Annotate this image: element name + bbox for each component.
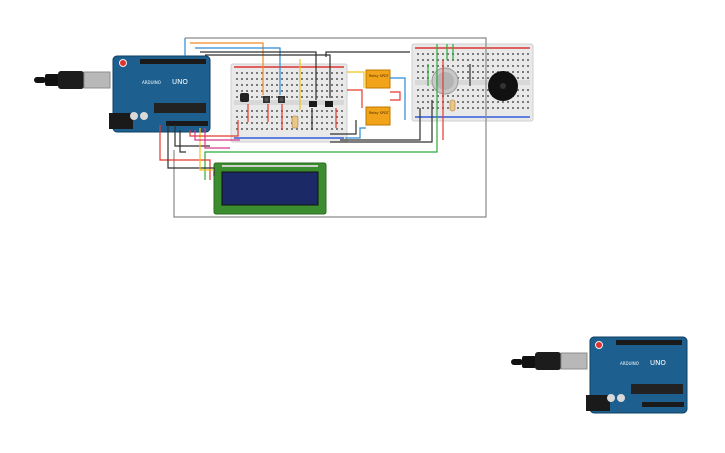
photoresistor-icon — [240, 93, 249, 102]
relay-2: Relay SPDT — [365, 106, 391, 126]
transistor-icon — [309, 101, 333, 107]
resistor-icon — [291, 115, 299, 129]
lcd-display-16x2 — [213, 162, 327, 215]
breadboard-small — [230, 63, 348, 143]
relay-1: Relay SPDT — [365, 69, 391, 89]
resistor-icon — [449, 99, 456, 112]
board-brand-main: ARDUINO — [142, 80, 161, 85]
relay-1-label: Relay SPDT — [369, 74, 390, 78]
arduino-uno-main[interactable]: UNO ARDUINO — [34, 55, 211, 133]
pushbutton-icon[interactable] — [263, 96, 285, 103]
board-brand-spare: ARDUINO — [620, 361, 639, 366]
board-label-main: UNO — [172, 78, 188, 86]
arduino-uno-spare[interactable]: UNO ARDUINO — [511, 336, 688, 414]
breadboard-large — [411, 43, 534, 122]
usb-cable-icon — [511, 352, 588, 370]
gas-sensor-icon — [431, 67, 459, 95]
wires — [159, 37, 487, 218]
usb-cable-icon — [34, 71, 111, 89]
relay-2-label: Relay SPDT — [369, 111, 390, 115]
board-label-spare: UNO — [650, 359, 666, 367]
piezo-buzzer-icon — [488, 71, 518, 101]
